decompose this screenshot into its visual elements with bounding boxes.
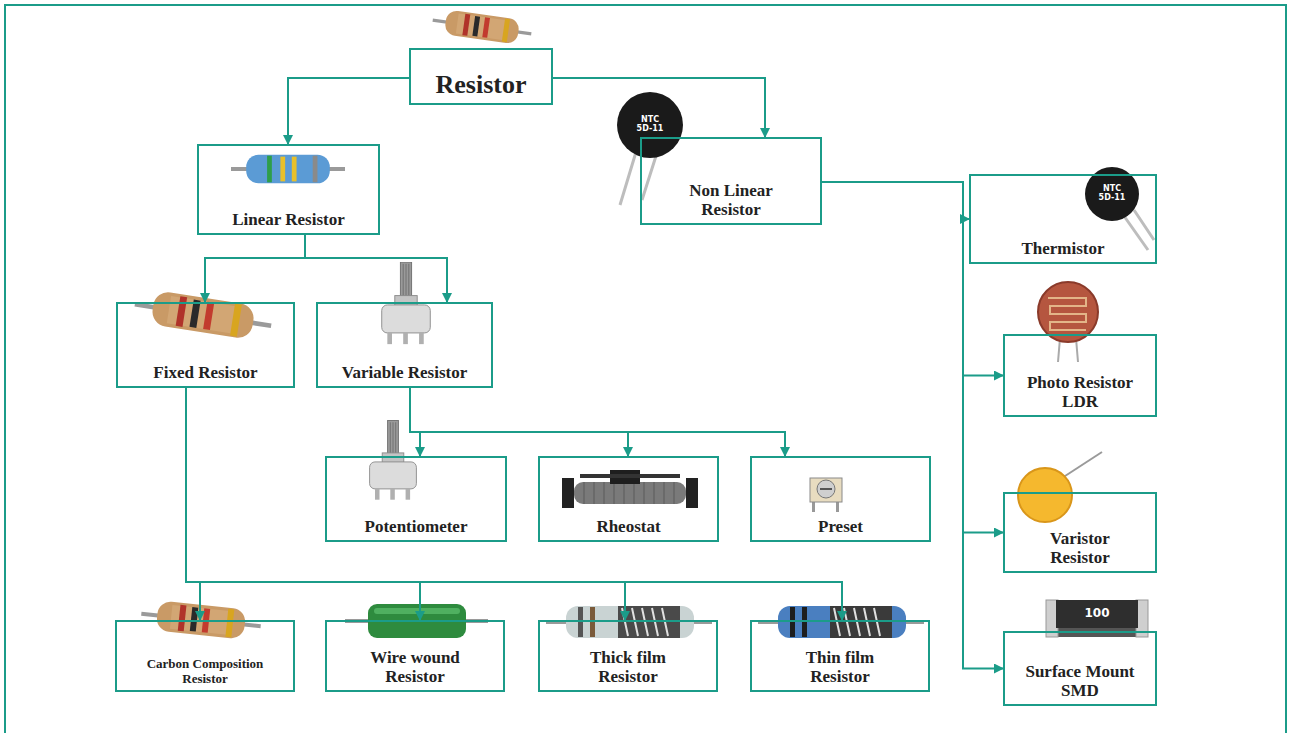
connector-arrow [553, 78, 765, 137]
connector-arrow [305, 235, 447, 302]
node-label: Potentiometer [365, 517, 468, 537]
thick-film-icon-part [618, 606, 680, 638]
rheostat-icon-part [686, 478, 698, 508]
node-label: Carbon Composition Resistor [133, 657, 278, 687]
ntc-thermistor-icon-part [620, 152, 656, 205]
node-label: Linear Resistor [232, 210, 345, 230]
connector-arrow [822, 182, 969, 219]
resistor-box: Thermistor [969, 174, 1157, 264]
node-label: Wire wound Resistor [360, 648, 470, 687]
resistor-box: Rheostat [538, 456, 719, 542]
preset-icon-part [810, 478, 842, 502]
thin-film-icon-part [790, 607, 795, 637]
resistor-box: Non Linear Resistor [640, 137, 822, 225]
ldr-icon-part [1048, 298, 1086, 330]
fixed-resistor-icon [132, 287, 274, 343]
thick-film-icon-part [622, 608, 668, 636]
resistor-box: Variable Resistor [316, 302, 493, 388]
connector-arrow [186, 388, 842, 620]
resistor-box: Varistor Resistor [1003, 492, 1157, 573]
ntc-thermistor-icon [617, 92, 683, 205]
connector-arrow [186, 388, 420, 620]
node-label: Varistor Resistor [1035, 529, 1125, 568]
node-label: Variable Resistor [342, 363, 467, 383]
node-label: Non Linear Resistor [676, 181, 786, 220]
thick-film-icon-part [590, 607, 595, 637]
node-label: Thin film Resistor [788, 648, 893, 687]
thin-film-icon-part [802, 607, 807, 637]
resistor-icon [431, 8, 534, 47]
resistor-box: Thick film Resistor [538, 620, 718, 692]
thermistor-icon-part [1124, 210, 1154, 250]
connector-arrow [186, 388, 625, 620]
connector-arrow [822, 182, 1003, 376]
connector-arrow [288, 78, 409, 144]
connector-arrow [205, 235, 305, 302]
ldr-icon [1038, 282, 1098, 362]
thick-film-icon-part [578, 607, 583, 637]
node-label: Surface Mount SMD [1015, 662, 1145, 701]
resistor-box: Resistor [409, 48, 553, 105]
wire-wound-icon-part [374, 608, 460, 614]
rheostat-icon-part [580, 474, 680, 478]
smd-chip-icon-part [1056, 600, 1138, 628]
connector-arrow [822, 182, 1003, 669]
resistor-box: Wire wound Resistor [325, 620, 505, 692]
linear-resistor-icon [231, 155, 345, 184]
node-label: Thick film Resistor [576, 648, 681, 687]
part-marking: NTC 5D-11 [635, 116, 665, 134]
resistor-box: Surface Mount SMD [1003, 631, 1157, 706]
fixed-resistor-icon-part [132, 287, 274, 343]
resistor-box: Photo Resistor LDR [1003, 334, 1157, 417]
part-marking: 100 [1084, 607, 1109, 620]
node-label: Thermistor [1021, 239, 1104, 259]
connector-arrow [410, 388, 785, 456]
preset-icon-part [820, 488, 832, 490]
thick-film-icon [546, 606, 712, 638]
resistor-box: Linear Resistor [197, 144, 380, 235]
connector-arrow [822, 182, 1003, 533]
node-label: Fixed Resistor [153, 363, 257, 383]
preset-icon-part [817, 480, 835, 498]
thermistor-icon [1085, 167, 1154, 250]
connector-arrow [410, 388, 420, 456]
varistor-icon [1018, 452, 1102, 522]
resistor-box: Carbon Composition Resistor [115, 620, 295, 692]
frame-line-part [5, 5, 1286, 733]
node-label: Preset [818, 517, 863, 537]
resistor-icon-part [431, 8, 534, 47]
thick-film-icon-part [566, 606, 694, 638]
resistor-box: Potentiometer [325, 456, 507, 542]
preset-icon [810, 478, 842, 512]
part-marking: NTC 5D-11 [1097, 185, 1127, 203]
rheostat-icon-part [562, 478, 574, 508]
node-label: Resistor [436, 70, 527, 100]
ntc-thermistor-icon-part [617, 92, 683, 158]
varistor-icon-part [1062, 452, 1102, 478]
thin-film-icon-part [830, 606, 892, 638]
varistor-icon-part [1018, 468, 1072, 522]
linear-resistor-icon-part [231, 155, 345, 184]
frame-line [5, 5, 1286, 733]
connector-arrow [186, 388, 200, 620]
rheostat-icon-part [584, 482, 674, 504]
node-label: Rheostat [596, 517, 660, 537]
node-label: Photo Resistor LDR [1015, 373, 1145, 412]
resistor-box: Thin film Resistor [750, 620, 930, 692]
thin-film-icon-part [834, 608, 880, 636]
resistor-box: Preset [750, 456, 931, 542]
connector-arrow [410, 388, 628, 456]
resistor-box: Fixed Resistor [116, 302, 295, 388]
rheostat-icon [562, 470, 698, 508]
rheostat-icon-part [574, 482, 686, 504]
ldr-icon-part [1038, 282, 1098, 342]
